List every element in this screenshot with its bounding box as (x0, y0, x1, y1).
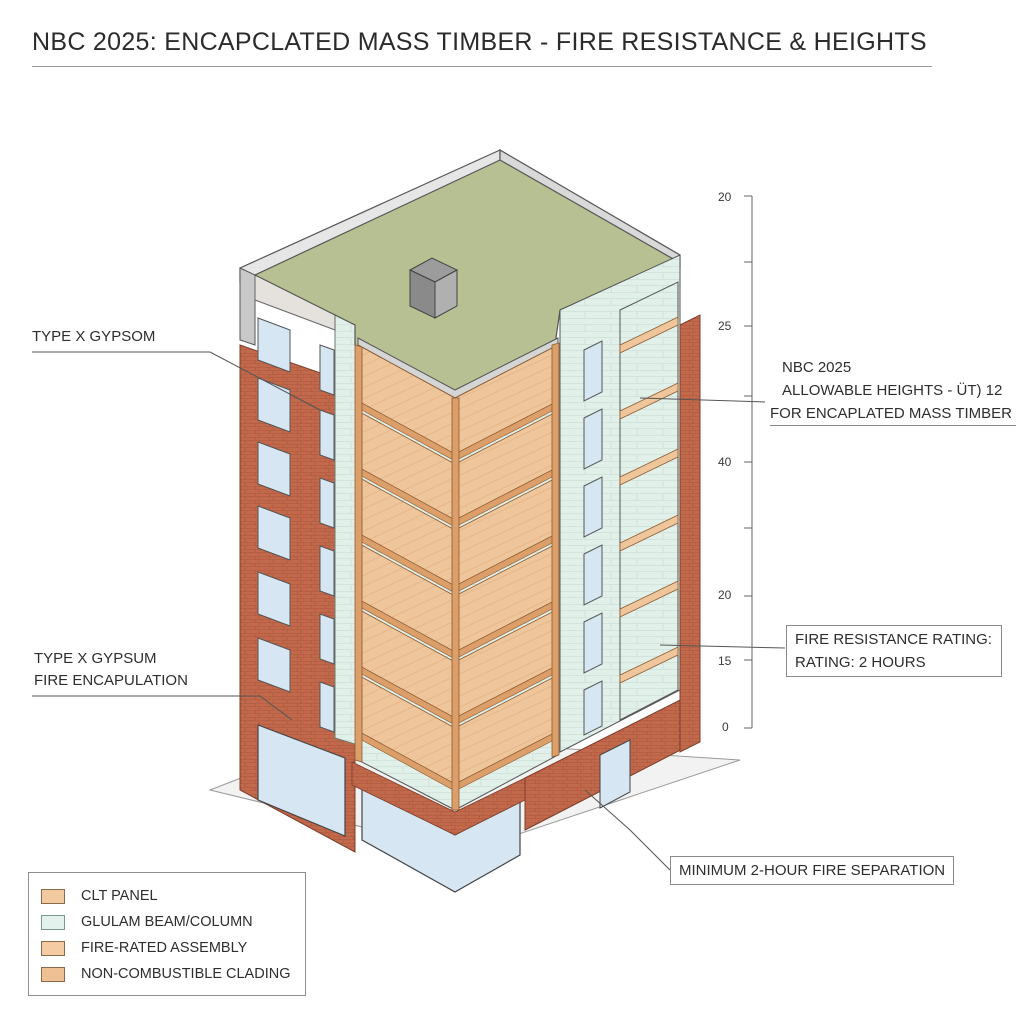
legend-label: GLULAM BEAM/COLUMN (81, 914, 253, 930)
height-callout-line2: ALLOWABLE HEIGHTS - ÜT) 12 (782, 382, 1003, 399)
legend-item: GLULAM BEAM/COLUMN (41, 909, 293, 935)
upper-left-brick (239, 267, 256, 346)
right-ground-door (599, 739, 631, 809)
legend-swatch-non-combustible (41, 966, 65, 982)
legend-item: CLT PANEL (41, 883, 293, 909)
type-x-gypsom-label: TYPE X GYPSOM (32, 328, 156, 345)
left-wall-windows (257, 317, 291, 693)
left-storefront-glass (257, 724, 346, 837)
right-bay-floor-slab (619, 646, 679, 684)
legend-swatch-glulam (41, 914, 65, 930)
title-divider (32, 66, 932, 67)
right-bay-floor-slab (619, 316, 679, 354)
left-gypsum-column (334, 314, 359, 746)
min-fire-separation-callout: MINIMUM 2-HOUR FIRE SEPARATION (670, 856, 955, 885)
legend-item: FIRE-RATED ASSEMBLY (41, 935, 293, 961)
height-callout-line1: NBC 2025 (782, 359, 852, 376)
leader-lines (32, 351, 786, 871)
type-x-gypsum-line1: TYPE X GYPSUM (34, 650, 157, 667)
scale-tick-label: 15 (718, 654, 732, 668)
legend: CLT PANEL GLULAM BEAM/COLUMN FIRE-RATED … (28, 872, 306, 996)
height-callout-line3: FOR ENCAPLATED MASS TIMBER (770, 405, 1012, 422)
right-bay-floor-slab (619, 580, 679, 618)
legend-swatch-clt (41, 888, 65, 904)
fire-callout-line2: RATING: 2 HOURS (795, 654, 926, 671)
type-x-gypsum-line2: FIRE ENCAPULATION (34, 672, 188, 689)
legend-swatch-fire-rated (41, 940, 65, 956)
page-title: NBC 2025: ENCAPCLATED MASS TIMBER - FIRE… (32, 28, 927, 56)
type-x-gypsum-label: TYPE X GYPSUM FIRE ENCAPULATION (34, 648, 188, 692)
legend-label: NON-COMBUSTIBLE CLADING (81, 966, 291, 982)
legend-label: CLT PANEL (81, 888, 158, 904)
height-scale-ticks (744, 195, 752, 729)
fire-resistance-callout: FIRE RESISTANCE RATING: RATING: 2 HOURS (786, 625, 1002, 677)
scale-tick-label: 20 (718, 190, 732, 204)
legend-item: NON-COMBUSTIBLE CLADING (41, 961, 293, 987)
right-bay-floor-slab (619, 382, 679, 420)
far-right-brick-wall (679, 314, 701, 753)
right-bay-floor-slabs (619, 316, 679, 684)
scale-tick-label: 20 (718, 588, 732, 602)
right-tower-windows (583, 340, 603, 736)
scale-tick-label: 25 (718, 319, 732, 333)
left-wall-windows-2 (319, 344, 335, 733)
scale-tick-label: 0 (722, 720, 729, 734)
right-bay-floor-slab (619, 514, 679, 552)
allowable-heights-callout: NBC 2025 ALLOWABLE HEIGHTS - ÜT) 12 FOR … (770, 356, 1016, 426)
scale-tick-label: 40 (718, 455, 732, 469)
glulam-columns (354, 342, 560, 811)
legend-label: FIRE-RATED ASSEMBLY (81, 940, 248, 956)
right-bay-floor-slab (619, 448, 679, 486)
fire-callout-line1: FIRE RESISTANCE RATING: (795, 631, 992, 648)
rooftop-mechanical-unit (408, 257, 459, 319)
